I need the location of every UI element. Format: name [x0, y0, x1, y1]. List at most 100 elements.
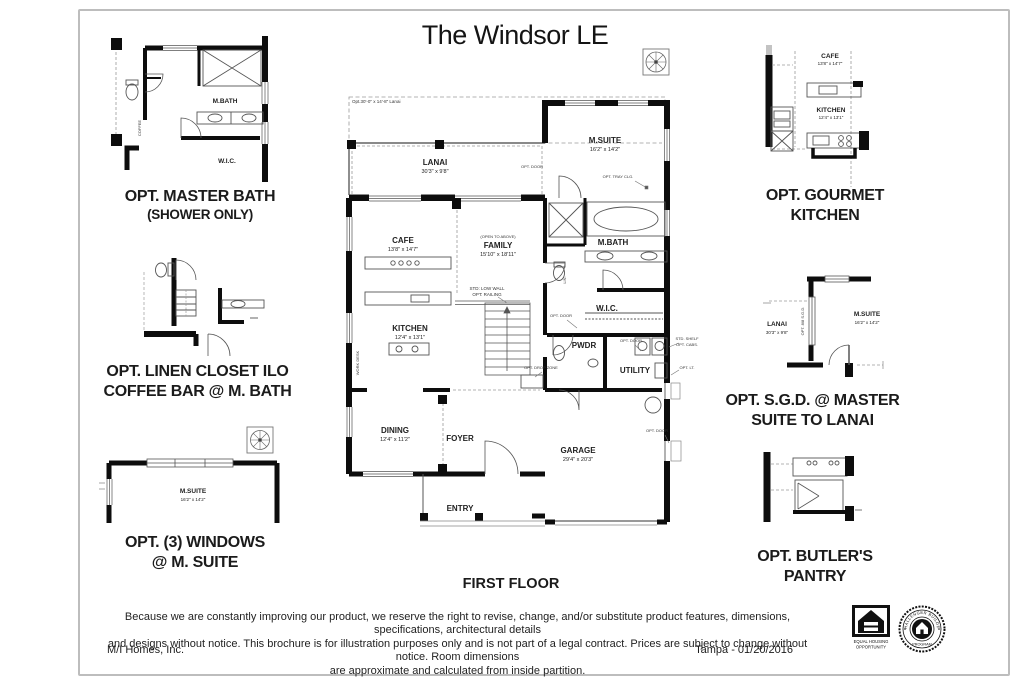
window-sgd [808, 275, 850, 346]
caption-opt-linen-closet: OPT. LINEN CLOSET ILO COFFEE BAR @ M. BA… [103, 363, 292, 400]
note-leaders [497, 180, 680, 444]
windows [163, 43, 270, 144]
fixtures [364, 201, 668, 414]
room-dims-cafe: 13'8" x 14'7" [387, 247, 419, 253]
room-label-cafe: CAFE [821, 53, 839, 60]
room-label-wic: W.I.C. [596, 304, 618, 313]
note-tray-ceiling: OPT. TRAY CLG. [602, 174, 634, 179]
room-label-lanai: LANAI [767, 321, 787, 328]
doors [484, 175, 624, 475]
opt-3-windows-drawing [99, 426, 280, 523]
room-label-garage: GARAGE [560, 446, 596, 455]
room-label-entry: ENTRY [446, 504, 474, 513]
disclaimer-line-1: Because we are constantly improving our … [124, 611, 791, 637]
dashed-lines [771, 463, 793, 491]
disclaimer: Because we are constantly improving our … [95, 611, 820, 678]
note-work-desk: WORK DESK [354, 350, 360, 376]
note-low-wall-2: OPT: RAILING [472, 292, 502, 297]
room-label-foyer: FOYER [446, 434, 474, 443]
room-dims-cafe: 13'8" x 14'7" [817, 61, 843, 66]
caption-opt-gourmet-kitchen: OPT. GOURMET KITCHEN [765, 187, 885, 224]
note-opt-door-garage: OPT. DOOR [645, 428, 669, 433]
caption-opt-sgd: OPT. S.G.D. @ MASTER SUITE TO LANAI [725, 392, 900, 429]
note-opt-lanai: Opt.30'-0" x 14'-8" Lanai [352, 99, 401, 104]
note-opt-lt: OPT. LT. [679, 365, 695, 370]
room-dims-msuite: 16'2" x 14'2" [589, 147, 621, 153]
stairs [455, 300, 531, 376]
seal-text-bottom: PROGRAM [912, 643, 932, 647]
caption-opt-butlers-pantry: OPT. BUTLER'S PANTRY [757, 548, 873, 585]
note-opt-door-lanai: OPT. DOOR [520, 164, 544, 169]
room-label-lanai: LANAI [422, 158, 448, 167]
disclaimer-line-2: and designs without notice. This brochur… [107, 637, 808, 664]
room-dims-kitchen: 12'4" x 13'1" [818, 115, 844, 120]
opt-gourmet-kitchen-drawing [765, 45, 869, 187]
fixtures [792, 457, 862, 513]
triple-window [146, 458, 234, 468]
note-drop-zone: OPT. DROP ZONE [524, 365, 558, 370]
room-label-utility: UTILITY [619, 366, 651, 375]
room-label-dining: DINING [381, 426, 409, 435]
room-dims-lanai: 30'3" x 9'8" [421, 169, 449, 175]
note-std-shelf: STD. SHELF [675, 336, 699, 341]
equal-housing-logo: EQUAL HOUSING OPPORTUNITY [852, 605, 890, 650]
caption-opt-3-windows: OPT. (3) WINDOWS @ M. SUITE [124, 534, 266, 571]
room-label-msuite: M.SUITE [853, 311, 881, 318]
room-label-kitchen: KITCHEN [816, 107, 846, 114]
coffee-bar-label: COFFEE [136, 119, 142, 137]
footer-logos: EQUAL HOUSING OPPORTUNITY CHALLENGER BUI… [851, 602, 951, 654]
room-dims-msuite: 16'2" x 14'2" [180, 497, 206, 502]
opt-3-windows-plan: M.SUITE 16'2" x 14'2" [99, 425, 285, 530]
note-open-to-above: (OPEN TO ABOVE) [480, 234, 516, 239]
note-opt-cabs: OPT. CABS. [675, 342, 699, 347]
opt-butlers-pantry-drawing [763, 452, 862, 522]
opt-master-bath-drawing [111, 36, 270, 182]
fixtures [125, 49, 264, 125]
opt-butlers-pantry-plan [755, 450, 870, 550]
windows [345, 98, 682, 478]
room-dims-lanai: 30'3" x 9'8" [765, 330, 789, 335]
room-label-msuite: M.SUITE [179, 488, 207, 495]
note-opt-door-utility: OPT. DOOR [619, 338, 643, 343]
room-dims-dining: 12'4" x 11'2" [380, 437, 410, 443]
dashed-lines [769, 300, 883, 366]
doors [175, 259, 231, 357]
opt-master-bath-plan: M.BATH W.I.C. COFFEE [105, 30, 295, 190]
opt-gourmet-kitchen-plan: CAFE 13'8" x 14'7" KITCHEN 12'4" x 13'1" [755, 45, 900, 195]
compass-icon [246, 426, 274, 454]
room-label-mbath: M.BATH [212, 98, 238, 105]
note-opt-door-wic: OPT. DOOR [549, 313, 573, 318]
note-linen: LIN. [561, 276, 567, 284]
eho-text-2: OPPORTUNITY [856, 645, 886, 650]
room-label-pwdr: PWDR [571, 341, 597, 350]
first-floor-label: FIRST FLOOR [462, 576, 560, 592]
posts-columns [347, 140, 483, 521]
opt-sgd-drawing [763, 275, 884, 377]
note-low-wall-1: STD: LOW WALL [469, 286, 505, 291]
room-label-kitchen: KITCHEN [392, 324, 428, 333]
room-label-wic: W.I.C. [218, 158, 236, 165]
room-dims-family: 15'10" x 18'11" [480, 252, 516, 258]
room-label-msuite: M.SUITE [588, 136, 622, 145]
walls [787, 276, 871, 368]
disclaimer-line-3: are approximate and calculated from insi… [329, 664, 586, 677]
doors [828, 344, 850, 366]
opt-sgd-plan: LANAI 30'3" x 9'8" M.SUITE 16'2" x 14'2"… [745, 265, 915, 385]
walls [124, 36, 268, 182]
main-floor-plan-drawing [345, 48, 682, 527]
walls [106, 460, 280, 523]
room-label-mbath: M.BATH [597, 238, 629, 247]
compass-icon [642, 48, 670, 76]
caption-opt-master-bath: OPT. MASTER BATH (SHOWER ONLY) [124, 188, 276, 222]
opt-linen-closet-plan [140, 252, 270, 362]
side-window [99, 479, 114, 505]
room-label-family: FAMILY [483, 241, 513, 250]
room-dims-garage: 29'4" x 20'3" [562, 457, 594, 463]
room-label-cafe: CAFE [392, 236, 414, 245]
company-name: M/I Homes, Inc. [107, 644, 185, 656]
challenger-builder-seal: CHALLENGER BUILDER PROGRAM [897, 604, 946, 653]
dashed-lines [772, 51, 852, 187]
opt-linen-closet-drawing [143, 258, 265, 357]
doors [144, 73, 202, 139]
